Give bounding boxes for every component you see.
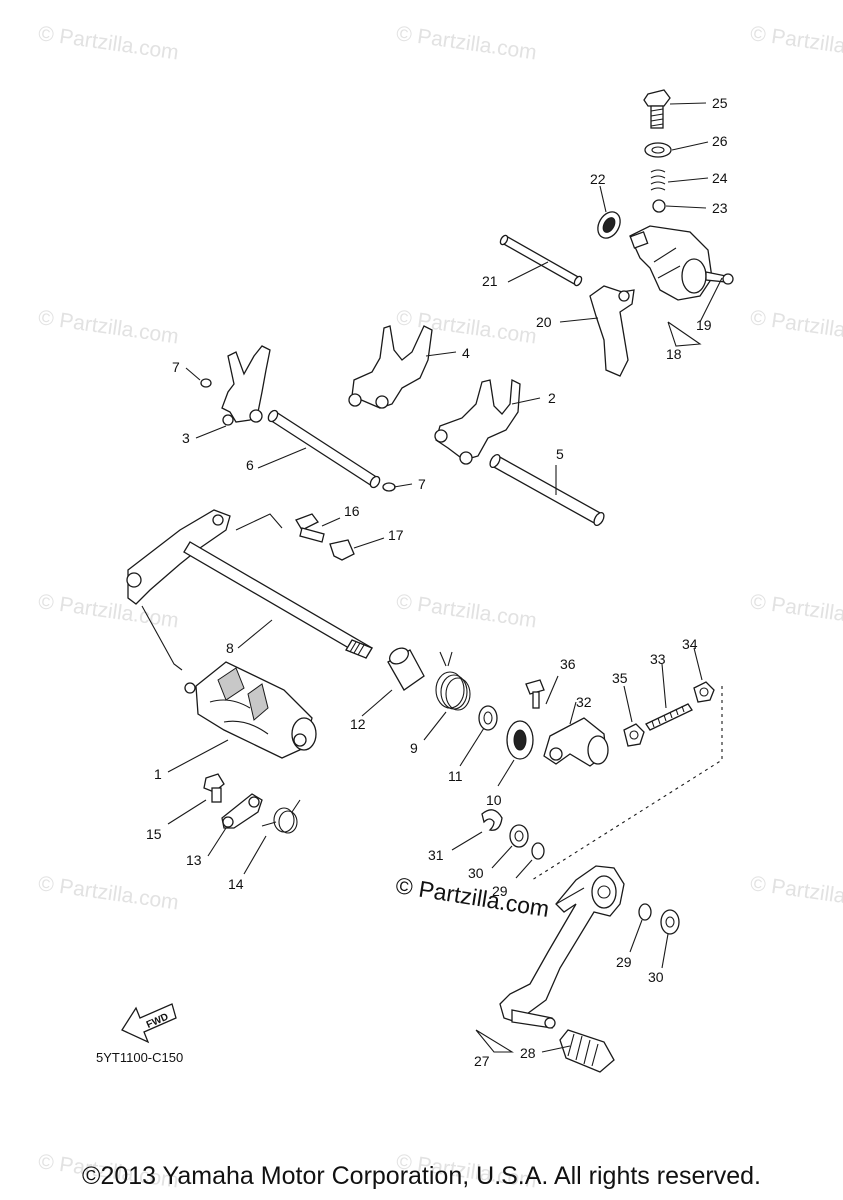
bolt-36 (525, 679, 545, 709)
oil-seal-22 (597, 211, 621, 239)
bolt-25 (643, 89, 671, 129)
callout-30-left: 30 (468, 865, 484, 881)
callout-7-top: 7 (172, 359, 180, 375)
callout-28: 28 (520, 1045, 536, 1061)
callout-15: 15 (146, 826, 162, 842)
fwd-arrow-icon: FWD (121, 1003, 177, 1044)
callout-8: 8 (226, 640, 234, 656)
callout-11: 11 (448, 768, 463, 784)
guide-bar-6 (267, 409, 381, 489)
callout-9: 9 (410, 740, 418, 756)
diagram-code: 5YT1100-C150 (96, 1050, 184, 1065)
ball-23 (652, 199, 666, 213)
washer-30-left (509, 824, 529, 848)
rod-33 (645, 703, 693, 731)
callout-26: 26 (712, 133, 728, 149)
callout-3: 3 (182, 430, 190, 446)
clip-7-bottom (382, 482, 396, 492)
callout-33: 33 (650, 651, 666, 667)
callout-1: 1 (154, 766, 162, 782)
shift-fork-20 (589, 285, 635, 377)
shift-shaft-21 (499, 234, 583, 287)
circlip-31 (481, 809, 503, 831)
oil-seal-10 (506, 720, 534, 760)
nut-34 (693, 681, 715, 703)
joint-32 (543, 717, 609, 767)
shift-pedal-27 (499, 865, 625, 1029)
leader-bracket-33 (531, 686, 723, 881)
callout-2: 2 (548, 390, 556, 406)
spring-24 (650, 169, 666, 191)
callout-36: 36 (560, 656, 576, 672)
washer-26 (644, 142, 672, 158)
stopper-16 (295, 513, 325, 543)
torsion-spring-9 (435, 651, 471, 711)
callout-32: 32 (576, 694, 592, 710)
callout-25: 25 (712, 95, 728, 111)
shift-fork-3 (221, 345, 271, 426)
shift-shaft-8 (126, 509, 373, 659)
callout-17: 17 (388, 527, 404, 543)
callout-29-right: 29 (616, 954, 632, 970)
callout-5: 5 (556, 446, 564, 462)
oring-29-right (638, 903, 652, 921)
callout-14: 14 (228, 876, 244, 892)
callout-29-left: 29 (492, 883, 508, 899)
oring-29-left (531, 842, 545, 860)
callout-31: 31 (428, 847, 444, 863)
washer-30-right (660, 909, 680, 935)
collar-12 (387, 647, 425, 691)
callout-10: 10 (486, 792, 502, 808)
shift-fork-4 (348, 325, 433, 409)
callout-24: 24 (712, 170, 728, 186)
callout-20: 20 (536, 314, 552, 330)
leader-bracket-1 (141, 605, 183, 671)
bolt-15 (203, 773, 225, 803)
spring-14 (261, 799, 301, 834)
callout-21: 21 (482, 273, 498, 289)
callout-12: 12 (350, 716, 366, 732)
callout-6: 6 (246, 457, 254, 473)
callout-35: 35 (612, 670, 628, 686)
plate-17 (329, 539, 355, 561)
callout-19: 19 (696, 317, 712, 333)
callout-7-bottom: 7 (418, 476, 426, 492)
callout-13: 13 (186, 852, 202, 868)
copyright-notice: ©2013 Yamaha Motor Corporation, U.S.A. A… (82, 1162, 761, 1190)
callout-27: 27 (474, 1053, 490, 1069)
shift-fork-2 (434, 378, 521, 465)
shift-drum-segment-18 (629, 225, 713, 301)
washer-11 (478, 705, 498, 731)
callout-16: 16 (344, 503, 360, 519)
pedal-rubber-28 (559, 1029, 615, 1073)
callout-34: 34 (682, 636, 698, 652)
nut-35 (623, 723, 645, 747)
stopper-lever-13 (221, 793, 263, 829)
callout-22: 22 (590, 171, 606, 187)
leader-lines (167, 102, 723, 1053)
shift-drum-1 (184, 661, 317, 759)
callout-4: 4 (462, 345, 470, 361)
callout-23: 23 (712, 200, 728, 216)
callout-30-right: 30 (648, 969, 664, 985)
leader-bracket-16-17 (235, 513, 283, 531)
callout-18: 18 (666, 346, 682, 362)
guide-bar-5 (489, 453, 605, 527)
clip-7-top (200, 378, 212, 388)
